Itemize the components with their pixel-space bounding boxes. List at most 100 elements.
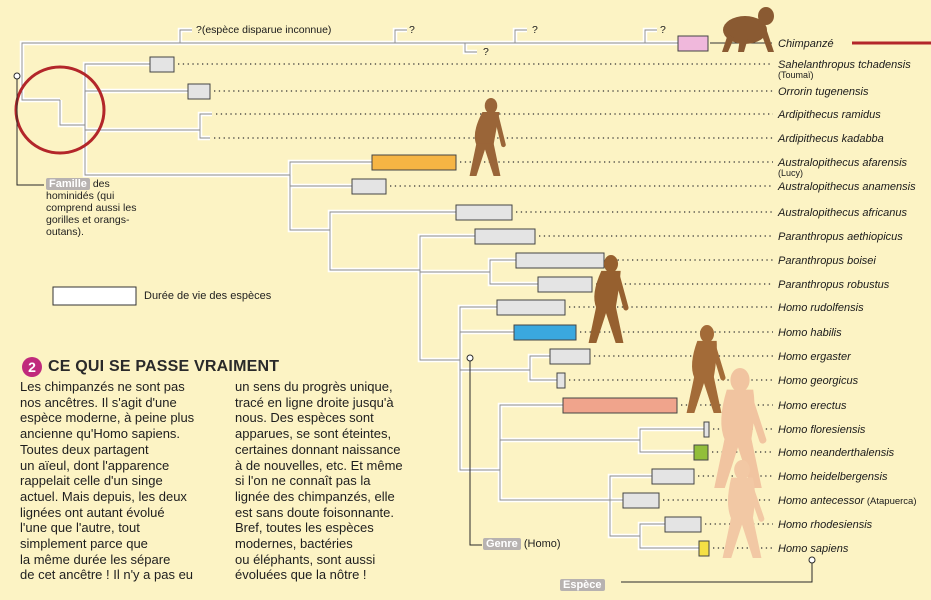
species-label: Paranthropus robustus	[778, 279, 890, 291]
species-label: Homo habilis	[778, 327, 842, 339]
tree-branch	[82, 125, 290, 178]
species-duration-bar	[622, 492, 660, 509]
tree-branch-outline	[329, 211, 456, 230]
figure-legs	[722, 516, 762, 558]
tree-branch-outline	[499, 439, 640, 470]
unknown-species-label: ?(espèce disparue inconnue)	[196, 24, 331, 36]
tree-branch	[497, 437, 640, 470]
species-note: (Toumaï)	[778, 70, 814, 80]
figure-arm	[745, 478, 765, 522]
tree-branch	[287, 159, 372, 175]
figure-legs	[588, 306, 624, 343]
species-label: Sahelanthropus tchadensis	[778, 59, 911, 71]
species-label: Homo georgicus	[778, 375, 859, 387]
species-label: Homo floresiensis	[778, 424, 866, 436]
genre-text: (Homo)	[523, 538, 561, 550]
tree-branch	[527, 370, 557, 383]
tree-branch	[287, 175, 352, 189]
tree-branch-outline	[84, 125, 290, 176]
tree-branch-outline	[84, 90, 188, 125]
figure-torso	[474, 112, 500, 145]
genre-annotation: Genre (Homo)	[483, 538, 561, 550]
tree-branch-outline	[489, 272, 538, 285]
figure-head	[699, 325, 715, 343]
figure-torso	[594, 270, 621, 308]
extinct-lineage-branch-outline	[464, 43, 477, 53]
chimpanzee-figure	[722, 7, 774, 52]
species-label: Australopithecus africanus	[777, 207, 908, 219]
genre-leader-dot	[466, 354, 474, 362]
espece-tag: Espèce	[560, 579, 605, 591]
species-label: Australopithecus anamensis	[777, 181, 916, 193]
tree-branch-outline	[489, 259, 516, 272]
tree-branch-outline	[459, 360, 500, 471]
species-duration-bars	[149, 35, 772, 557]
species-label: Homo neanderthalensis	[778, 447, 895, 459]
tree-branch-outline	[84, 63, 150, 125]
unknown-species-label: ?	[660, 24, 666, 36]
species-label: Homo antecessor (Atapuerca)	[778, 495, 917, 507]
figure-torso	[721, 389, 755, 440]
tree-branch	[327, 230, 420, 273]
figure-head	[603, 254, 619, 273]
species-duration-bar	[651, 468, 695, 485]
tree-branch	[457, 360, 500, 473]
legend-duration-box	[52, 286, 137, 306]
tree-branch-outline	[639, 428, 704, 440]
figure-legs	[686, 376, 722, 413]
tree-branch-outline	[459, 331, 514, 360]
species-note: (Lucy)	[778, 168, 803, 178]
figure-legs	[714, 437, 762, 488]
famille-text: des hominidés (qui comprend aussi les go…	[46, 178, 137, 238]
species-label: Chimpanzé	[778, 38, 834, 50]
tree-branch	[57, 100, 85, 128]
chimp-back-leg	[722, 34, 734, 52]
tree-branch	[497, 470, 610, 503]
species-duration-bar	[693, 444, 709, 461]
species-duration-bar	[474, 228, 536, 245]
chimp-front-arm	[760, 28, 774, 52]
figure-head	[734, 460, 750, 480]
tree-branch	[82, 61, 150, 125]
famille-tag: Famille	[46, 178, 90, 190]
tree-branch	[19, 90, 60, 103]
extinct-lineage-branch-outline	[394, 29, 407, 43]
tree-branch	[197, 111, 212, 130]
tree-branch-outline	[21, 42, 40, 90]
section-number-badge: 2	[22, 357, 42, 377]
genre-tag: Genre	[483, 538, 521, 550]
famille-leader-dot	[13, 72, 21, 80]
tree-branch-outline	[419, 270, 460, 361]
ardipithecus-figure	[469, 98, 506, 176]
tree-branch-outline	[499, 404, 563, 470]
tree-branch	[327, 209, 456, 230]
species-duration-bar	[513, 324, 577, 341]
species-duration-bar	[677, 35, 709, 52]
erectus-figure	[714, 368, 767, 488]
tree-branch	[637, 440, 694, 455]
genre-leader-line	[469, 361, 482, 546]
species-duration-bar	[698, 540, 710, 557]
ergaster-figure	[686, 325, 726, 413]
species-label: Ardipithecus kadabba	[777, 133, 884, 145]
figure-arm	[493, 112, 506, 148]
figure-arm	[744, 390, 767, 444]
section-title: CE QUI SE PASSE VRAIMENT	[48, 358, 280, 375]
sapiens-figure	[722, 460, 765, 558]
tree-branch	[417, 233, 475, 270]
figure-arm	[614, 271, 629, 311]
species-label: Australopithecus afarensis	[777, 157, 908, 169]
tree-branch-outline	[499, 470, 610, 501]
species-label: Homo sapiens	[778, 543, 849, 555]
species-label: Paranthropus boisei	[778, 255, 876, 267]
species-duration-bar	[371, 154, 457, 171]
tree-branch-outline	[329, 230, 420, 271]
tree-branch-outline	[639, 536, 699, 549]
unknown-species-labels: ?(espèce disparue inconnue)????	[196, 24, 666, 58]
tree-branch-outline	[639, 440, 694, 453]
famille-leader-line	[16, 78, 44, 186]
tree-branch	[497, 402, 563, 470]
tree-branch-outline	[609, 475, 652, 500]
